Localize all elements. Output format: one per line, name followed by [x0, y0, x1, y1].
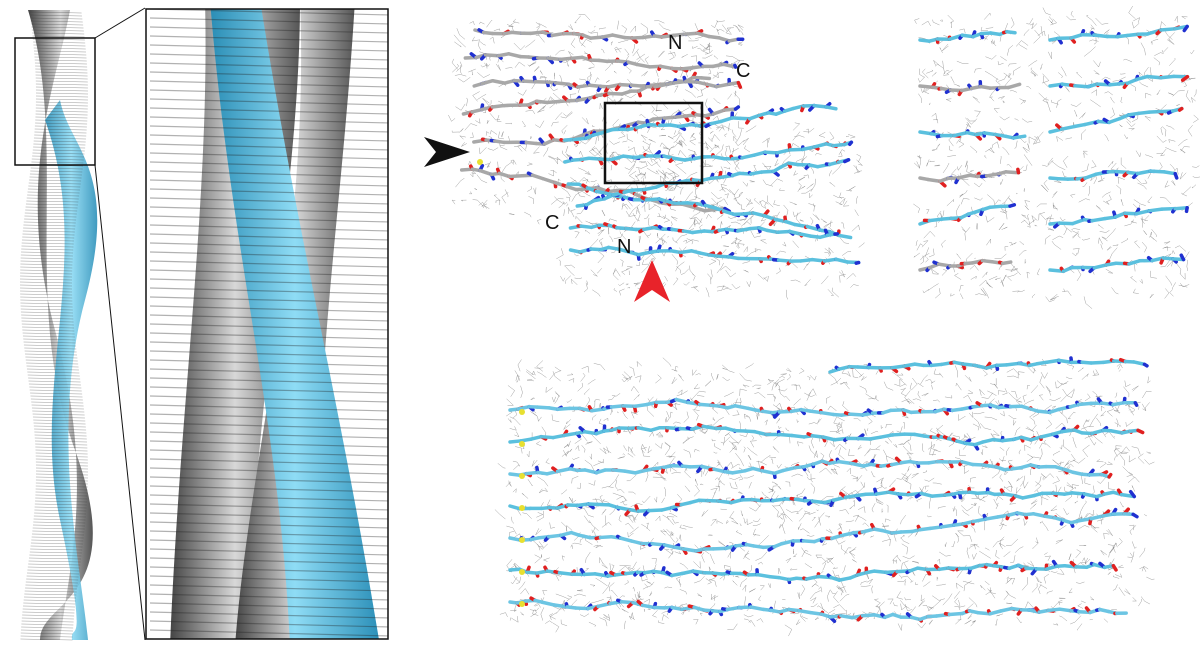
label-c-bottom: C: [545, 212, 559, 234]
sheet-side-view: [913, 5, 1200, 309]
fibril-overview: [19, 10, 98, 641]
red-arrowhead-icon: [634, 260, 670, 302]
stacked-strands-view: [494, 356, 1155, 637]
zoom-region-box: [14, 37, 96, 166]
zoom-connector-bottom: [94, 164, 146, 641]
black-arrowhead-icon: [424, 137, 470, 167]
label-c-top: C: [736, 60, 750, 82]
label-n-bottom: N: [617, 236, 631, 258]
fibril-zoom-panel: [145, 8, 389, 640]
zoom-connector-top: [94, 7, 146, 39]
dimer-cross-section: N C C N: [424, 14, 865, 302]
interface-box: [603, 101, 704, 185]
label-n-top: N: [668, 32, 682, 54]
